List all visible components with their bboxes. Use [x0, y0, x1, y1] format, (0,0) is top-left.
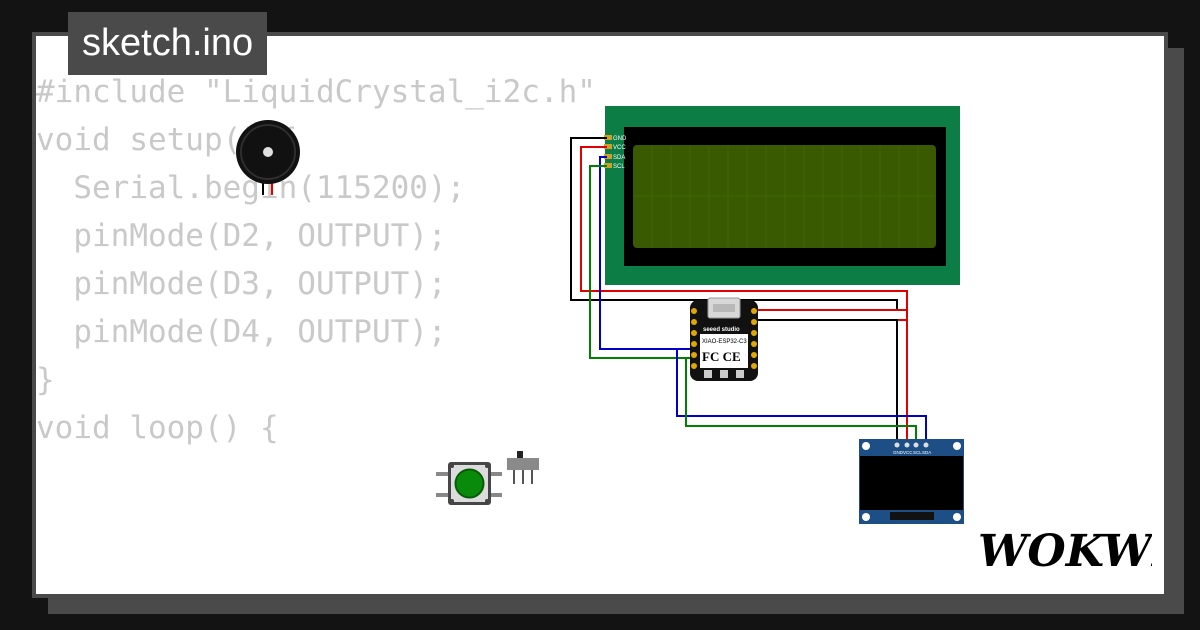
wire-sda-oled: [676, 348, 927, 445]
oled-pin-label: SDA: [922, 450, 931, 455]
wire-sda-lcd: [599, 156, 700, 350]
lcd-pin-label: GND: [613, 136, 627, 142]
fc-ce-mark: FC CE: [702, 349, 741, 364]
piezo-buzzer-icon[interactable]: [236, 120, 300, 195]
file-tab[interactable]: sketch.ino: [68, 12, 268, 75]
oled-pin-label: SCL: [913, 450, 922, 455]
code-line: void loop() {: [36, 410, 279, 446]
mcu-vendor-label: seeed studio: [703, 327, 740, 333]
wire-gnd-oled: [752, 319, 898, 445]
code-line: }: [36, 362, 55, 398]
lcd-display[interactable]: GND VCC SDA SCL: [604, 106, 960, 285]
code-line: void setup() {: [36, 122, 298, 158]
pushbutton-icon[interactable]: [436, 462, 502, 505]
wire-scl-lcd: [589, 165, 700, 359]
brand-logo-text: WOKWI: [978, 526, 1152, 576]
oled-pin-label: GND: [893, 450, 904, 455]
lcd-pin-label: SDA: [613, 155, 625, 161]
lcd-pin-header: GND VCC SDA SCL: [604, 135, 627, 170]
oled-display[interactable]: GND VCC SCL SDA: [859, 439, 964, 524]
code-line: pinMode(D2, OUTPUT);: [36, 218, 447, 254]
lcd-pin-label: SCL: [613, 164, 625, 170]
code-line: pinMode(D4, OUTPUT);: [36, 314, 447, 350]
oled-pin-label: VCC: [903, 450, 913, 455]
code-line: #include "LiquidCrystal_i2c.h": [36, 74, 596, 110]
wokwi-logo-icon: WOKWI: [978, 526, 1152, 576]
code-preview: #include "LiquidCrystal_i2c.h"void setup…: [36, 68, 596, 452]
xiao-esp32c3-board[interactable]: seeed studio XIAO-ESP32-C3 FC CE: [690, 297, 758, 381]
slide-switch-icon[interactable]: [507, 451, 539, 484]
lcd-pin-label: VCC: [613, 145, 626, 151]
code-line: pinMode(D3, OUTPUT);: [36, 266, 447, 302]
mcu-model-label: XIAO-ESP32-C3: [702, 339, 747, 345]
wire-vcc-oled: [752, 309, 908, 445]
